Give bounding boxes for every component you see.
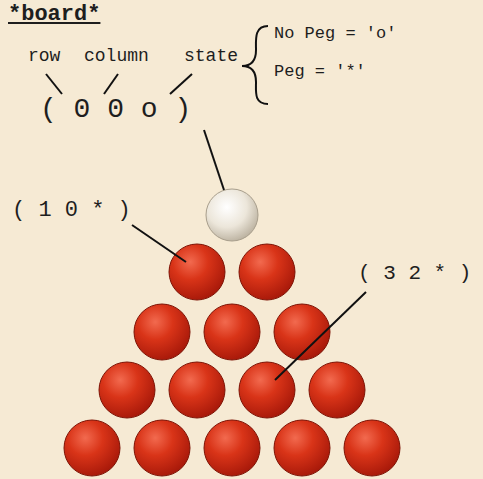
red-peg [99,362,155,418]
leader-line [132,225,186,262]
field-label: state [184,46,238,67]
red-peg [274,304,330,360]
red-peg [274,420,330,476]
leader-line [104,74,118,94]
cell-tuple: ( 0 0 o ) [40,94,191,126]
cell-tuple: ( 1 0 * ) [12,198,131,223]
red-peg [169,244,225,300]
red-peg [134,420,190,476]
empty-hole [206,189,258,241]
legend-note: Peg = '*' [274,62,366,82]
red-peg [204,304,260,360]
red-peg [239,244,295,300]
pegs [64,244,400,476]
leader-line [275,292,366,380]
red-peg [204,420,260,476]
red-peg [169,362,225,418]
red-peg [134,304,190,360]
red-peg [309,362,365,418]
empty-peg [206,189,258,241]
legend-note: No Peg = 'o' [274,24,396,44]
red-peg [239,362,295,418]
leader-line [170,74,192,94]
board-title: *board* [8,2,100,27]
field-label: row [28,46,60,67]
field-label: column [84,46,149,67]
red-peg [344,420,400,476]
leader-line [204,130,224,190]
red-peg [64,420,120,476]
curly-brace [242,26,268,104]
cell-tuple: ( 3 2 * ) [358,262,471,286]
leader-line [46,74,62,94]
